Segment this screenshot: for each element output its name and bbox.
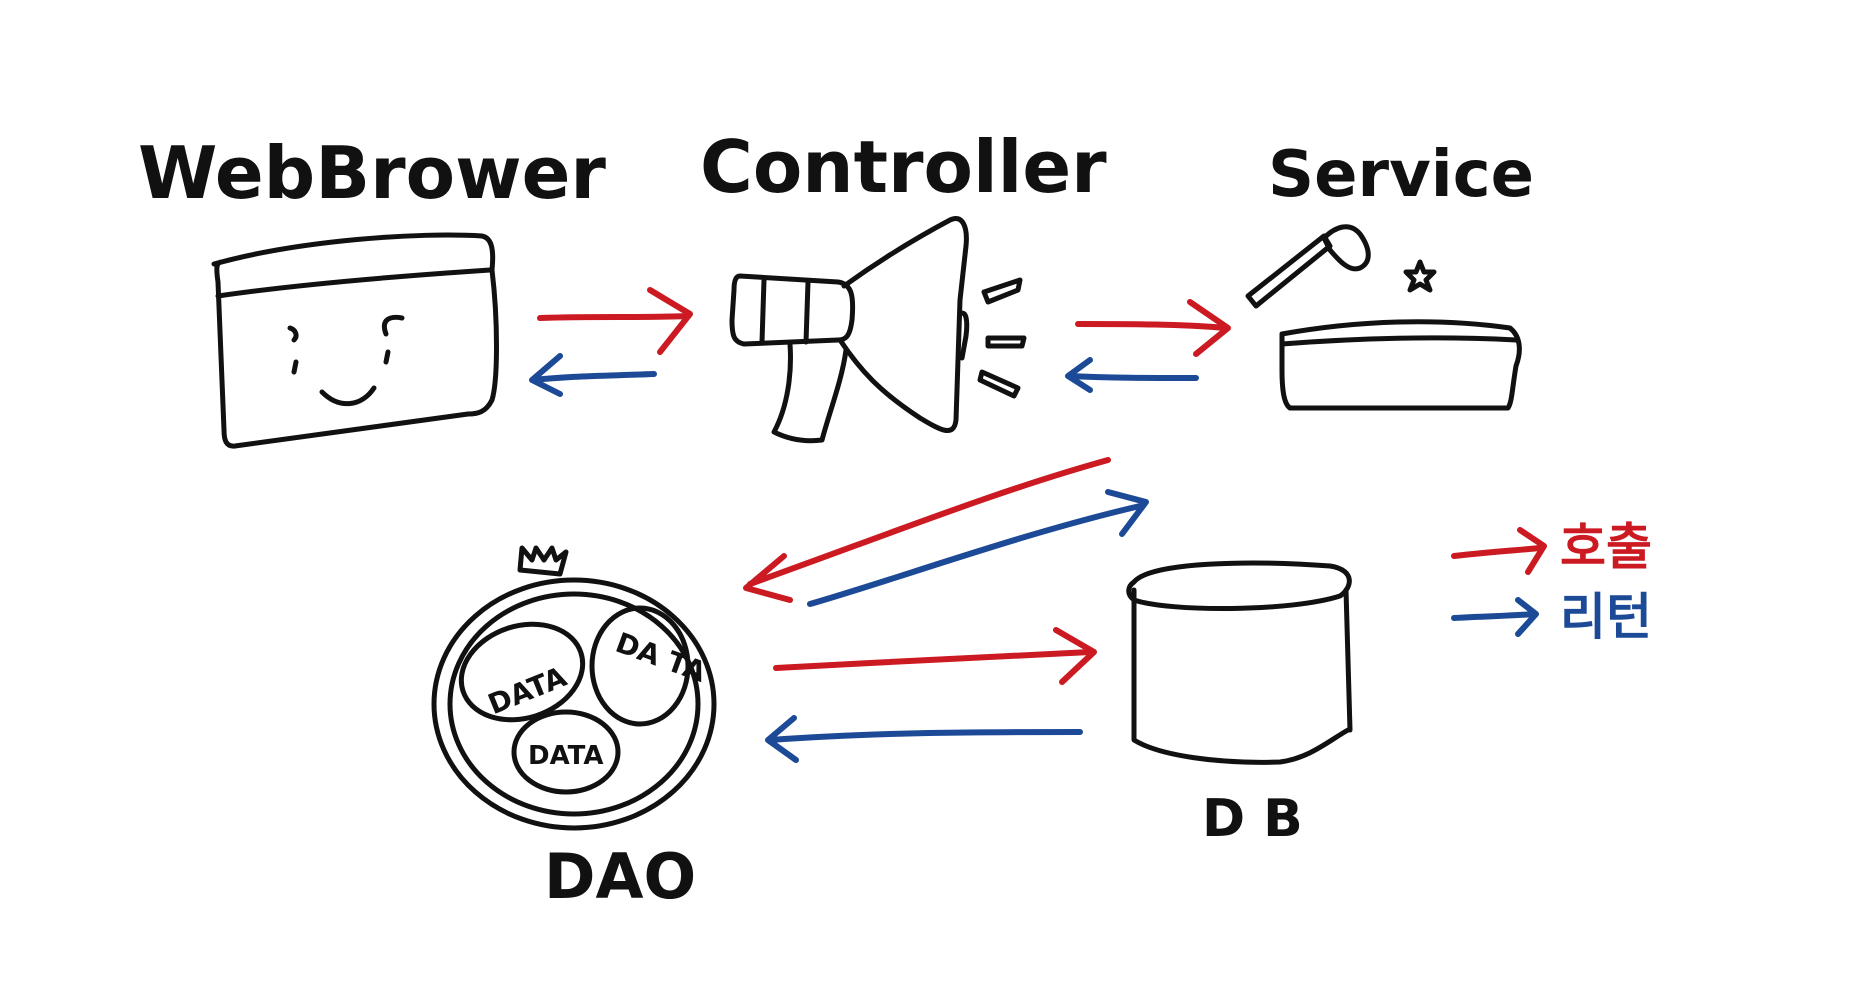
service-label: Service [1268,138,1534,212]
arrow-call-browser-to-controller [537,287,693,355]
dao-item-3: DATA [528,741,604,771]
arrow-call-controller-to-service [1075,299,1231,357]
dao-item-2: DA TA [611,626,710,689]
legend-call-label: 호출 [1560,518,1652,576]
legend-call-arrow [1451,527,1547,575]
browser-window-face-icon [211,232,499,449]
dao-label: DAO [544,840,696,913]
web-browser-label: WebBrower [138,131,606,215]
controller-label: Controller [700,125,1107,209]
legend-return-arrow [1451,597,1539,637]
pot-with-spatula-icon [1245,224,1522,411]
database-cylinder-icon [1126,560,1353,765]
arrow-call-service-to-dao [743,457,1111,603]
arrow-return-db-to-dao [765,715,1083,763]
arrow-return-service-to-controller [1065,357,1199,393]
data-bundle-icon: DATA DA TA DATA [431,545,717,831]
megaphone-icon [729,216,1027,444]
db-label: DB [1202,789,1321,849]
legend: 호출 리턴 [1451,518,1652,646]
legend-return-label: 리턴 [1560,588,1652,646]
arrow-call-dao-to-db [773,627,1097,685]
arrow-return-dao-to-service [807,489,1149,607]
arrow-return-controller-to-browser [529,353,657,397]
